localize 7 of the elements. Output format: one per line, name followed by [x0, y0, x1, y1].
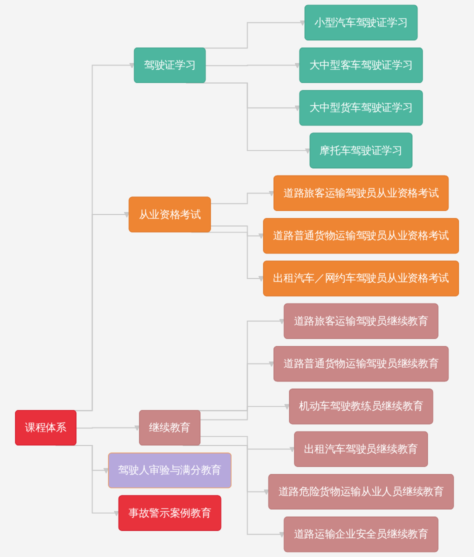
- arrow: [205, 62, 300, 68]
- arrow: [190, 232, 264, 282]
- arrow: [200, 436, 296, 452]
- arrow: [210, 190, 274, 204]
- arrow: [210, 226, 264, 239]
- arrow: [76, 425, 140, 431]
- arrow: [200, 404, 290, 420]
